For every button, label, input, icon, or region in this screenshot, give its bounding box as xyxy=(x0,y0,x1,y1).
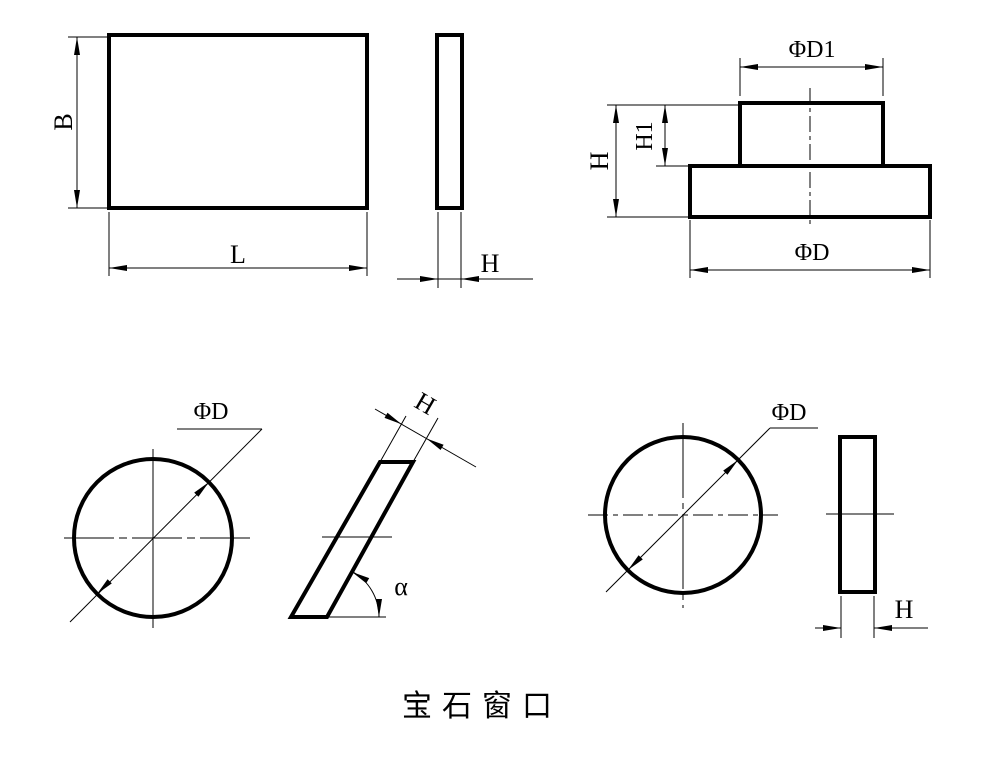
dim-cd2-arrow-lower xyxy=(628,555,643,570)
dim-h1-arrow-up xyxy=(662,105,668,123)
dim-d-arrow-left xyxy=(690,267,708,273)
dim-l-arrow-right xyxy=(349,265,367,271)
dim-d1-arrow-right xyxy=(865,64,883,70)
angle-arrow-upper xyxy=(352,572,370,584)
dim-sh-label: H xyxy=(895,595,914,624)
view-round-window2-side: H xyxy=(815,435,928,638)
dim-hh-label: H xyxy=(585,151,614,170)
dim-cd-arrow-lower xyxy=(97,579,112,594)
stepped-top-outline xyxy=(738,101,885,168)
angle-arrow-lower xyxy=(376,599,382,617)
dim-b-arrow-up xyxy=(74,37,80,55)
dim-cd-arrow-upper xyxy=(194,482,209,497)
dim-wh-arrow-right xyxy=(426,438,444,450)
dim-sh-arrow-left xyxy=(823,625,841,631)
dim-d1-arrow-left xyxy=(740,64,758,70)
dim-d1-label: ΦD1 xyxy=(789,37,836,63)
dim-l-arrow-left xyxy=(109,265,127,271)
dim-hh-arrow-down xyxy=(613,199,619,217)
dim-l-label: L xyxy=(230,240,246,269)
dim-hh-arrow-up xyxy=(613,105,619,123)
dim-h-arrow-left xyxy=(420,276,438,282)
dim-d-arrow-right xyxy=(912,267,930,273)
dim-wh-extension-right xyxy=(412,417,439,463)
view-rect-window-side: H xyxy=(397,33,533,288)
dim-cd-label: ΦD xyxy=(194,399,229,425)
view-round-window2-front: ΦD xyxy=(588,400,818,608)
view-rect-window-front: B L xyxy=(49,33,369,276)
dim-cd2-arrow-upper xyxy=(723,460,738,475)
rect-window-side-outline xyxy=(435,33,464,210)
view-round-window-front: ΦD xyxy=(64,399,263,628)
dim-wh-arrow-left xyxy=(384,412,402,425)
dim-h1-label: H1 xyxy=(632,121,658,150)
dim-h1-arrow-down xyxy=(662,148,668,166)
drawing-caption: 宝石窗口 xyxy=(402,690,562,723)
view-stepped-window-side: ΦD1 H H1 ΦD xyxy=(585,37,932,278)
angle-label: α xyxy=(394,572,408,601)
dim-h-arrow-right xyxy=(461,276,479,282)
dim-b-label: B xyxy=(49,113,78,130)
view-wedged-window-side: α H xyxy=(287,386,477,619)
dim-cd2-label: ΦD xyxy=(772,400,807,426)
dim-wh-extension-left xyxy=(379,415,407,463)
rect-window-outline xyxy=(107,33,369,210)
dim-wh-label: H xyxy=(410,386,441,421)
dim-d-label: ΦD xyxy=(795,240,830,266)
dim-b-arrow-down xyxy=(74,190,80,208)
dim-sh-arrow-right xyxy=(874,625,892,631)
dim-h-label: H xyxy=(481,249,500,278)
